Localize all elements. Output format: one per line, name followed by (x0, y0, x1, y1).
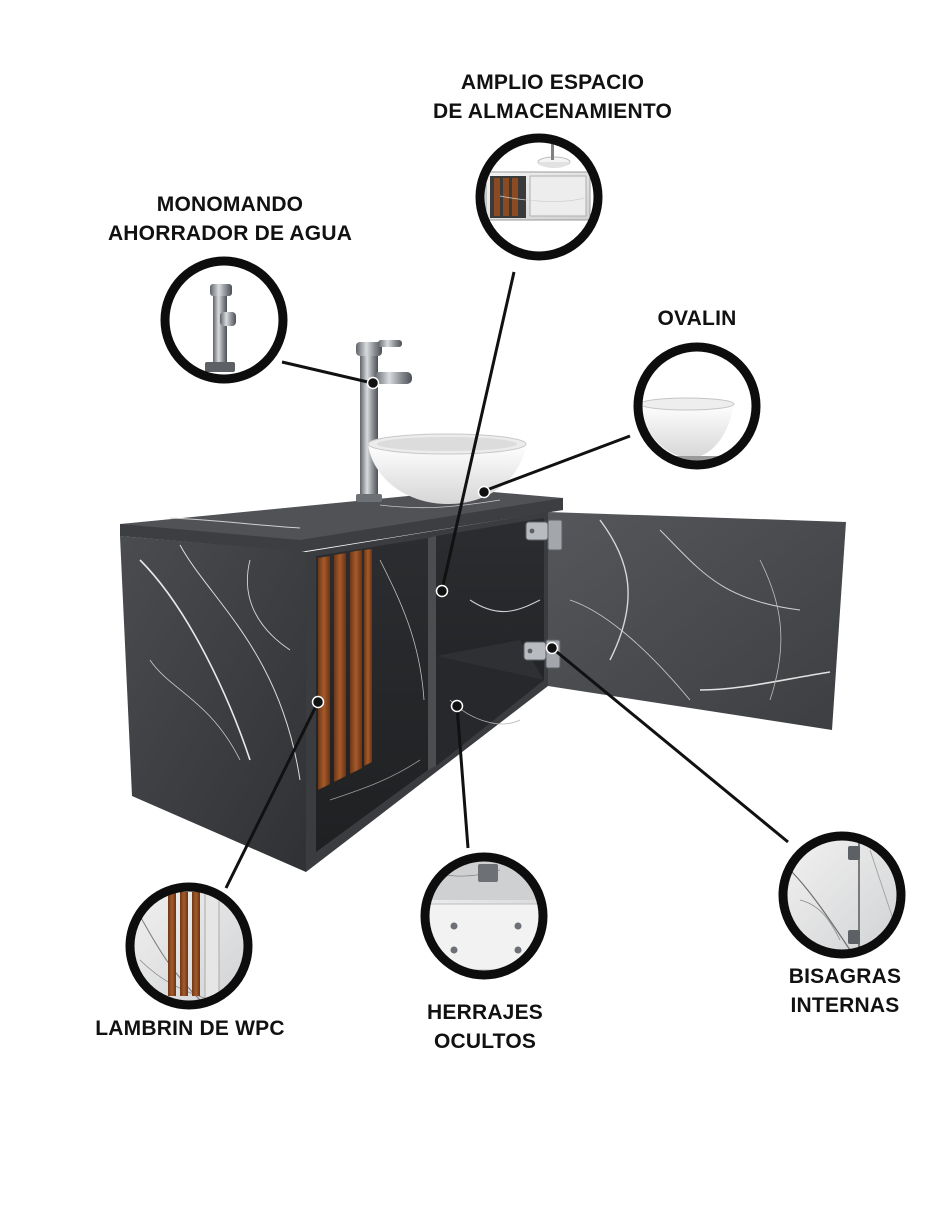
faucet-callout-label: MONOMANDO AHORRADOR DE AGUA (90, 190, 370, 248)
basin-callout-label: OVALIN (627, 304, 767, 333)
storage-callout-label: AMPLIO ESPACIO DE ALMACENAMIENTO (400, 68, 705, 126)
faucet-icon (160, 256, 288, 384)
anchor-dots (311, 376, 559, 713)
panel-callout-label: LAMBRIN DE WPC (80, 1014, 300, 1043)
countertop (120, 490, 563, 552)
hidden-hardware-icon (420, 852, 548, 980)
hinges-label-line2: INTERNAS (790, 994, 900, 1017)
wood-slat-panel-icon (125, 882, 253, 1010)
hardware-label-line1: HERRAJES (427, 1001, 543, 1024)
hardware-label-line2: OCULTOS (433, 1030, 537, 1053)
storage-label-line1: AMPLIO ESPACIO (460, 71, 645, 94)
panel-label-line1: LAMBRIN DE WPC (95, 1017, 285, 1040)
basin-label-line1: OVALIN (657, 307, 737, 330)
open-door (548, 512, 846, 730)
hinges-label-line1: BISAGRAS (788, 965, 902, 988)
storage-label-line2: DE ALMACENAMIENTO (432, 100, 673, 123)
wood-slat-panel (318, 549, 372, 790)
faucet-label-line2: AHORRADOR DE AGUA (107, 222, 353, 245)
hardware-callout-label: HERRAJES OCULTOS (400, 998, 570, 1056)
faucet-label-line1: MONOMANDO (156, 193, 304, 216)
hinge-top (525, 519, 563, 551)
leader-lines (224, 271, 789, 889)
cabinet-side-panel (120, 536, 306, 872)
vessel-sink-icon (633, 342, 761, 470)
hinges-callout-label: BISAGRAS INTERNAS (770, 962, 920, 1020)
hinge-icon (778, 831, 906, 959)
storage-space-icon (475, 133, 603, 261)
